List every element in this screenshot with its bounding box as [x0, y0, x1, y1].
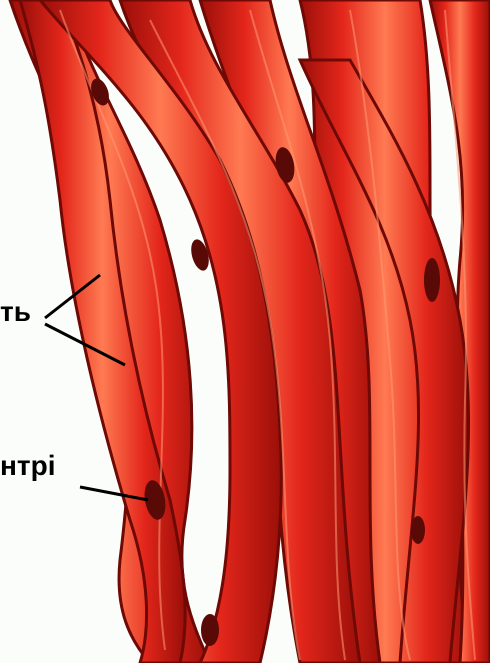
- nucleus: [411, 516, 425, 544]
- nucleus: [424, 258, 440, 302]
- nucleus: [201, 614, 219, 646]
- annotation-label: ть: [0, 298, 31, 326]
- annotation-label: нтрі: [0, 452, 56, 480]
